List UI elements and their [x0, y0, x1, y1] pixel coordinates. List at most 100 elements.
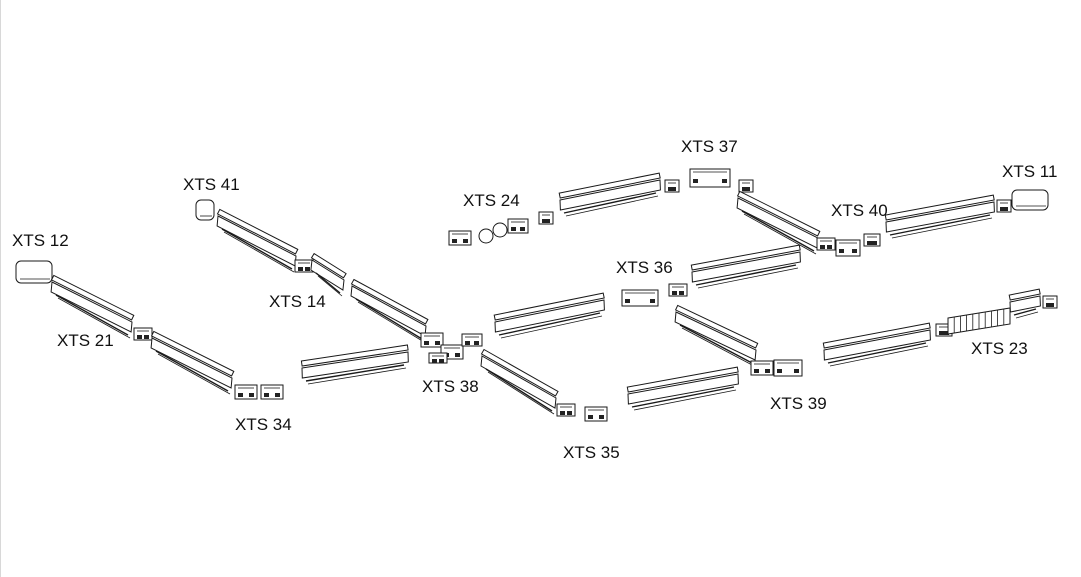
rail-f3-top — [884, 194, 995, 221]
rail-d2-top — [626, 366, 739, 393]
label-xts34: XTS 34 — [235, 415, 292, 434]
rail-e3-rail-a — [1013, 308, 1037, 316]
rail-f2-rail-a — [741, 210, 815, 252]
conn-xts39-b-slot1 — [777, 369, 782, 373]
label-xts12: XTS 12 — [12, 231, 69, 250]
rail-c2-rail-b — [697, 267, 799, 289]
rail-a3-body — [301, 351, 409, 379]
conn-xts39-b-slot2 — [794, 369, 799, 373]
conn-xts37-c-slot2 — [745, 187, 750, 191]
rail-e1-top — [674, 304, 759, 349]
rail-e1-body — [674, 311, 757, 361]
conn-xts14-a-slot1 — [298, 267, 303, 271]
conn-xts23-b-slot2 — [1049, 303, 1054, 307]
rail-a3-top — [300, 344, 409, 367]
conn-xts24-b-slot1 — [511, 227, 516, 231]
conn-xts37-a-slot1 — [668, 187, 673, 191]
rail-d1-top — [480, 348, 559, 397]
rail-a1-rail-a — [55, 294, 129, 336]
rail-b1-rail-b — [223, 231, 295, 273]
label-xts37: XTS 37 — [681, 137, 738, 156]
rail-b3-body — [350, 285, 427, 337]
conn-xts24-a-slot1 — [452, 239, 457, 243]
cap-xts41-cap — [195, 199, 215, 221]
rail-b2-top — [310, 252, 347, 279]
rail-e1-rail-a — [679, 324, 753, 364]
rail-d1-body — [480, 355, 557, 409]
conn-xts38-d-box — [428, 352, 448, 364]
rail-f1-top — [558, 172, 661, 199]
rail-a2-rail-a — [155, 350, 229, 392]
rail-a2-body — [150, 337, 233, 389]
label-xts39: XTS 39 — [770, 394, 827, 413]
rail-b1-body — [216, 215, 297, 267]
rail-b3-top — [350, 278, 429, 325]
conn-xts36-a-box — [621, 289, 659, 307]
conn-xts38-c-slot1 — [465, 341, 470, 345]
conn-xts24-c-slot2 — [545, 219, 550, 223]
rail-f2-body — [736, 197, 819, 249]
conn-xts38-c-slot2 — [474, 341, 479, 345]
conn-xts11-a-slot1 — [1000, 207, 1005, 211]
rail-f1-rail-b — [565, 195, 659, 217]
rail-c1-top — [493, 292, 605, 321]
rail-e3-top — [1008, 288, 1041, 301]
conn-xts36-a-slot1 — [625, 299, 630, 303]
rail-a2-rail-b — [157, 353, 231, 395]
rail-e2-rail-a — [827, 342, 927, 364]
rail-d2-rail-a — [631, 386, 735, 408]
conn-xts23-a-slot1 — [939, 331, 944, 335]
conn-xts40-a-slot2 — [827, 245, 832, 249]
rail-f1-rail-a — [563, 192, 657, 214]
rail-b1-rail-a — [221, 228, 293, 270]
rail-c1-body — [494, 299, 605, 333]
conn-xts36-b-box — [668, 283, 688, 297]
conn-xts36-b-slot1 — [672, 291, 677, 295]
conn-xts21-slot1 — [137, 335, 142, 339]
rail-f1-body — [559, 179, 661, 211]
rail-a1-top — [50, 274, 135, 321]
rail-a3-rail-a — [305, 364, 405, 382]
conn-xts34-a-slot1 — [238, 393, 243, 397]
rail-d2-body — [627, 373, 739, 405]
xts24-pivot-b — [492, 222, 508, 238]
conn-xts38-b-slot2 — [455, 353, 460, 357]
rail-a1-body — [50, 281, 133, 333]
conn-xts23-b-slot1 — [1046, 303, 1051, 307]
rail-c2-body — [691, 251, 801, 283]
conn-xts35-a-box — [556, 403, 576, 417]
conn-xts38-a-slot1 — [424, 341, 429, 345]
conn-xts38-a-slot2 — [435, 341, 440, 345]
conn-xts35-a-slot2 — [567, 411, 572, 415]
conn-xts36-a-slot2 — [650, 299, 655, 303]
rail-c2-top — [690, 244, 801, 271]
label-xts24: XTS 24 — [463, 191, 520, 210]
xts24-pivot-a — [478, 228, 494, 244]
conn-xts40-c-slot1 — [867, 241, 872, 245]
rail-d1-rail-a — [485, 368, 553, 412]
conn-xts35-b-slot1 — [588, 415, 593, 419]
rail-e3-body — [1009, 295, 1041, 313]
label-xts36: XTS 36 — [616, 258, 673, 277]
rail-d2-rail-b — [633, 389, 737, 411]
rail-e1-rail-b — [681, 327, 755, 367]
rail-e3-rail-b — [1015, 311, 1039, 319]
conn-xts40-a-box — [816, 237, 836, 251]
conn-xts39-a-slot1 — [754, 369, 759, 373]
rail-b3-rail-b — [357, 301, 425, 343]
conn-xts40-b-slot1 — [839, 249, 844, 253]
cap-xts11-cap — [1011, 189, 1049, 211]
conn-xts24-b-slot2 — [520, 227, 525, 231]
conn-xts39-a-slot2 — [765, 369, 770, 373]
conn-xts34-a-slot2 — [249, 393, 254, 397]
conn-xts40-a-slot1 — [820, 245, 825, 249]
left-border — [0, 0, 1, 577]
rail-c2-rail-a — [695, 264, 797, 286]
rail-b3-rail-a — [355, 298, 423, 340]
rail-b2-rail-b — [317, 275, 343, 297]
conn-xts21-box — [133, 327, 153, 341]
conn-xts36-b-slot2 — [679, 291, 684, 295]
conn-xts38-d-slot1 — [432, 359, 437, 363]
conn-xts37-c-slot1 — [742, 187, 747, 191]
